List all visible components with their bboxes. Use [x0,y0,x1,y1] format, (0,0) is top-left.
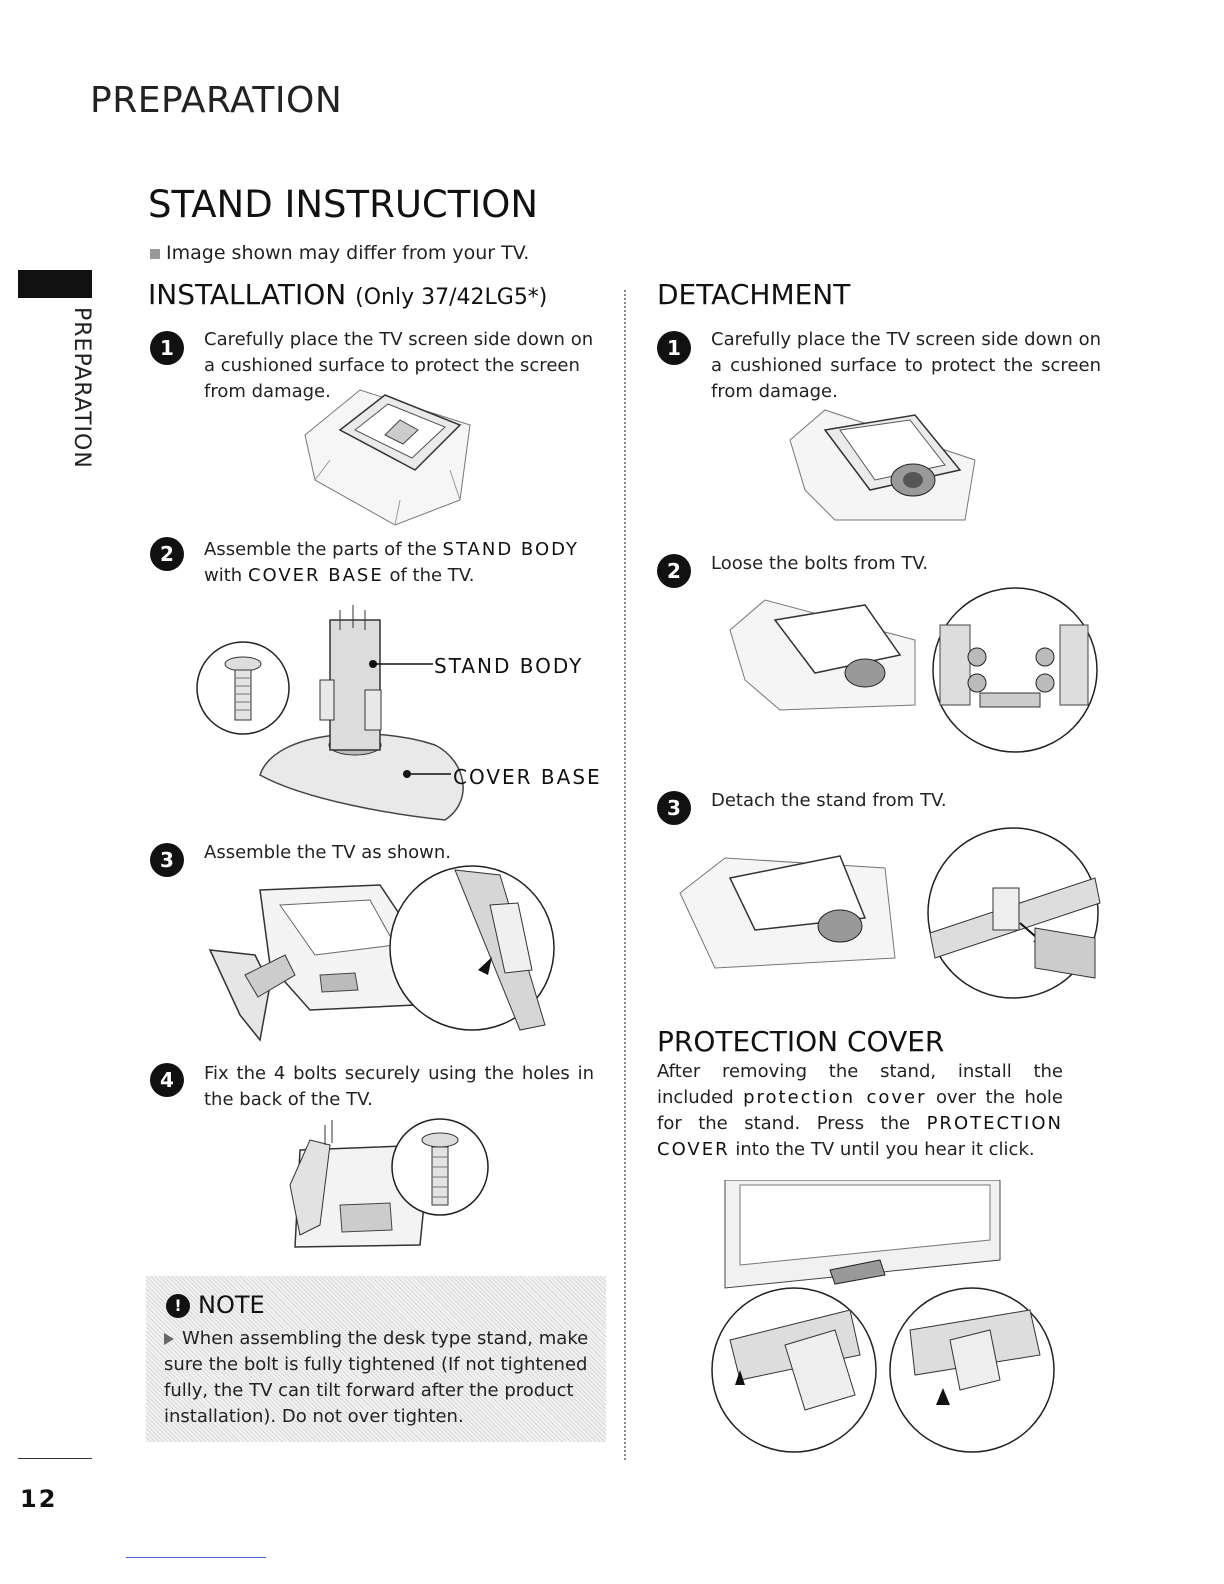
install-step-3-illustration [200,865,600,1045]
note-box [146,1276,606,1442]
detach-step-2-text: Loose the bolts from TV. [711,553,929,574]
footer-rule [18,1458,92,1459]
install-step-3-text: Assemble the TV as shown. [204,842,451,863]
install-step-1-text: Carefully place the TV screen side down … [204,329,594,402]
detach-step-1-number: 1 [657,331,691,365]
install-step-2-text: Assemble the parts of the STAND BODY wit… [204,539,579,586]
side-tab-marker [18,270,92,298]
note-title: !NOTE [166,1291,265,1319]
install-step-2-illustration [195,600,575,830]
detach-step-3-text: Detach the stand from TV. [711,790,947,811]
detachment-title: DETACHMENT [657,278,851,311]
install-step-3-number: 3 [150,843,184,877]
install-step-4-illustration [280,1115,490,1255]
column-divider [624,290,626,1460]
bottom-link-underline [126,1557,266,1558]
page-header: PREPARATION [90,80,343,121]
detach-step-2-number: 2 [657,554,691,588]
side-tab-label: PREPARATION [69,307,94,469]
install-step-1-number: 1 [150,331,184,365]
warning-icon: ! [166,1294,190,1318]
note-text: When assembling the desk type stand, mak… [164,1328,589,1427]
detach-step-3-number: 3 [657,791,691,825]
install-step-2-number: 2 [150,537,184,571]
stand-body-callout: STAND BODY [434,654,584,678]
installation-title: INSTALLATION (Only 37/42LG5*) [148,278,548,311]
detach-step-3-illustration [675,818,1105,1003]
page-number: 12 [20,1485,58,1513]
detach-step-2-illustration [725,585,1105,760]
protection-cover-title: PROTECTION COVER [657,1025,945,1058]
install-step-4-number: 4 [150,1063,184,1097]
cover-base-callout: COVER BASE [453,765,602,789]
install-step-1-illustration [300,380,475,530]
protection-cover-text: After removing the stand, install the in… [657,1061,1063,1160]
image-disclaimer: Image shown may differ from your TV. [150,242,529,264]
detach-step-1-illustration [785,400,985,525]
bullet-square-icon [150,248,160,259]
note-arrow-icon [164,1333,174,1345]
install-step-4-text: Fix the 4 bolts securely using the holes… [204,1063,594,1110]
protection-cover-illustration [710,1180,1060,1460]
detach-step-1-text: Carefully place the TV screen side down … [711,329,1101,402]
page-title: STAND INSTRUCTION [148,183,539,226]
